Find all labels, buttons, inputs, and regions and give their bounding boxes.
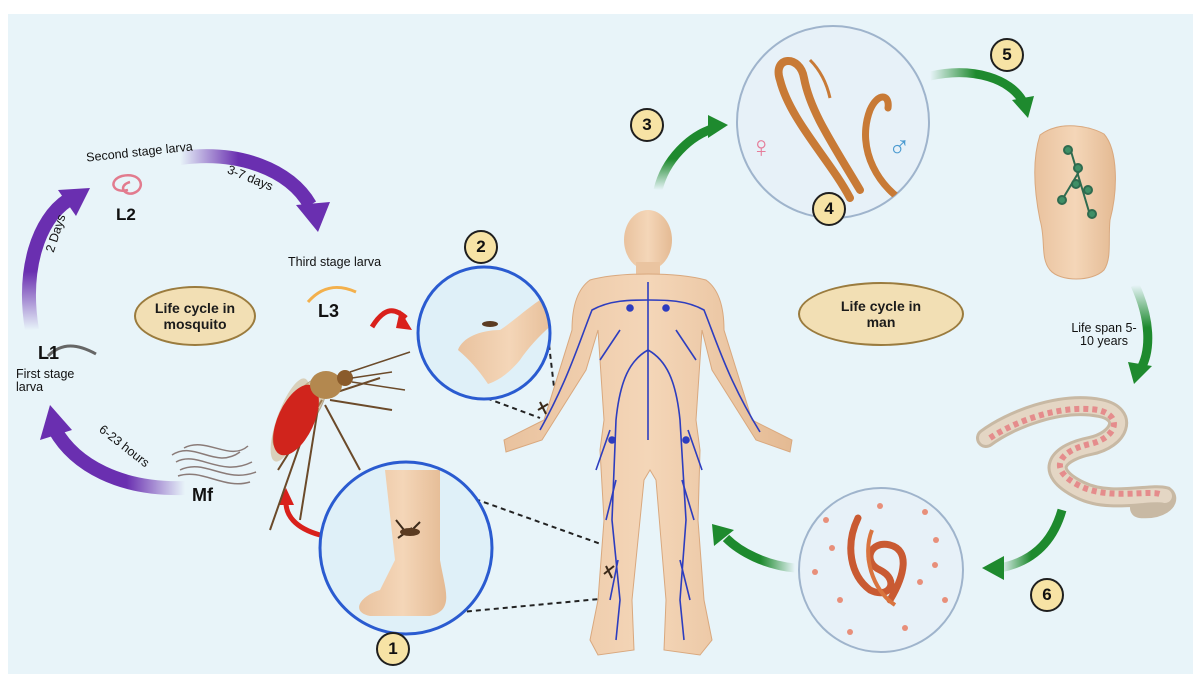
swollen-leg-icon	[1035, 126, 1116, 279]
arrow-3	[658, 128, 715, 190]
arrow-to-body	[726, 538, 795, 568]
l3-description: Third stage larva	[288, 256, 381, 269]
arrow-5	[930, 73, 1022, 100]
male-symbol-icon: ♂	[888, 132, 911, 164]
l2-larva-icon	[113, 175, 140, 193]
arrow-6	[1000, 510, 1062, 568]
l3-larva-icon	[308, 287, 356, 302]
human-body-icon	[504, 210, 792, 655]
l2-label: L2	[116, 206, 136, 224]
step-badge-1: 1	[376, 632, 410, 666]
step-badge-6: 6	[1030, 578, 1064, 612]
man-cycle-title: Life cycle in man	[798, 282, 964, 346]
l1-description: First stage larva	[16, 368, 88, 394]
microfilariae-icon	[172, 445, 256, 484]
circle-6-blood-microfilariae	[799, 488, 963, 652]
female-symbol-icon: ♀	[750, 132, 773, 164]
mf-label: Mf	[192, 486, 213, 505]
l1-label: L1	[38, 344, 59, 363]
microfilaria-icon	[986, 406, 1166, 508]
step-badge-5: 5	[990, 38, 1024, 72]
circle-1-leg-bite	[320, 462, 492, 634]
step-badge-3: 3	[630, 108, 664, 142]
step-badge-2: 2	[464, 230, 498, 264]
l3-label: L3	[318, 302, 339, 321]
circle-2-hand-bite	[418, 267, 560, 399]
mosquito-cycle-title: Life cycle in mosquito	[134, 286, 256, 346]
life-span-label: Life span 5-10 years	[1066, 322, 1142, 348]
circle-4-adult-worms	[737, 26, 929, 218]
step-badge-4: 4	[812, 192, 846, 226]
